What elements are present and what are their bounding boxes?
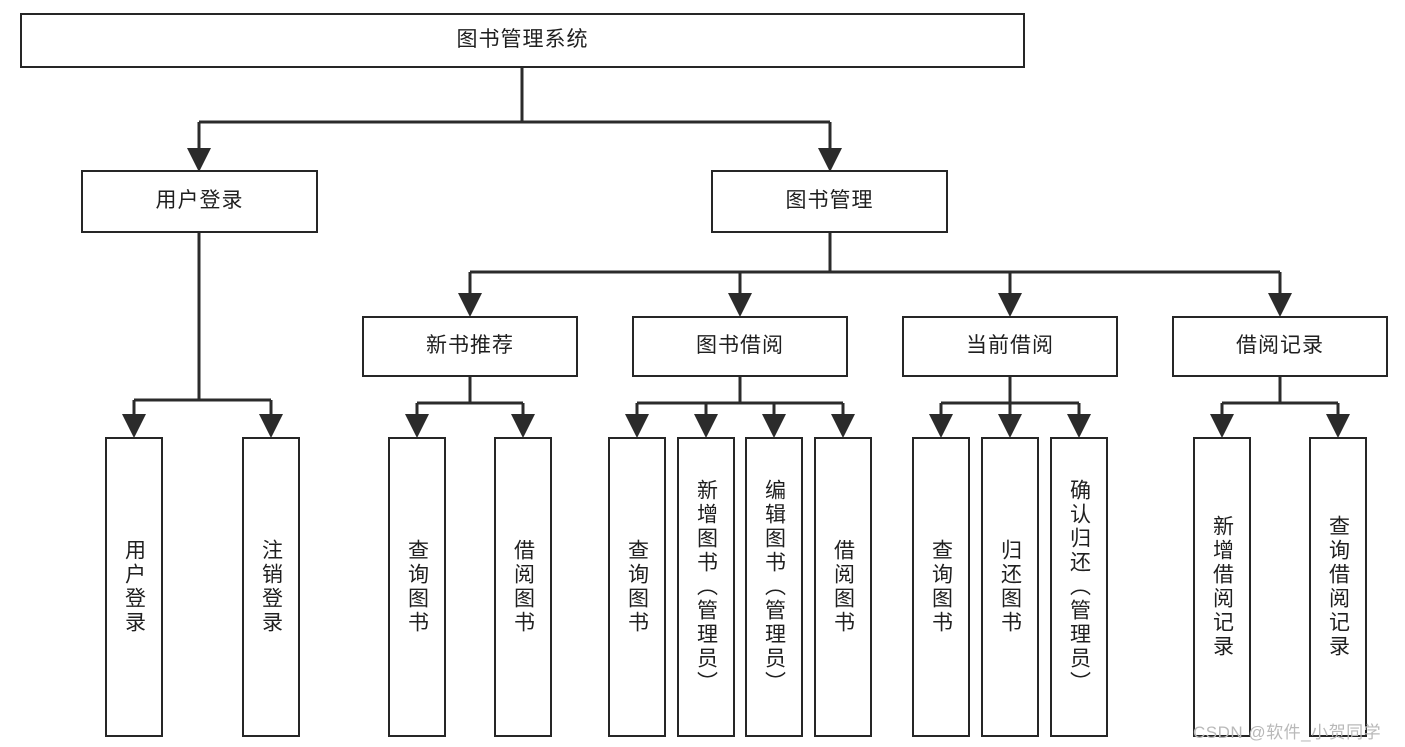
node-current-borrow[interactable]: 当前借阅: [902, 316, 1118, 377]
node-label: 当前借阅: [966, 334, 1054, 358]
node-root-system[interactable]: 图书管理系统: [20, 13, 1025, 68]
node-label: 归还图书: [998, 539, 1022, 635]
node-label: 图书借阅: [696, 334, 784, 358]
leaf-borrow-add-book-admin[interactable]: 新增图书（管理员）: [677, 437, 735, 737]
node-borrow-record[interactable]: 借阅记录: [1172, 316, 1388, 377]
leaf-record-query-record[interactable]: 查询借阅记录: [1309, 437, 1367, 737]
leaf-recommend-borrow-book[interactable]: 借阅图书: [494, 437, 552, 737]
node-label: 图书管理: [785, 189, 874, 213]
node-label: 注销登录: [259, 539, 283, 635]
leaf-current-return-book[interactable]: 归还图书: [981, 437, 1039, 737]
node-label: 借阅记录: [1236, 334, 1324, 358]
node-label: 新增图书（管理员）: [694, 479, 718, 695]
node-label: 编辑图书（管理员）: [762, 479, 786, 695]
node-label: 图书管理系统: [456, 28, 589, 52]
node-label: 新书推荐: [426, 334, 514, 358]
node-label: 借阅图书: [511, 539, 535, 635]
leaf-borrow-borrow-book[interactable]: 借阅图书: [814, 437, 872, 737]
node-label: 用户登录: [155, 189, 244, 213]
leaf-borrow-query-book[interactable]: 查询图书: [608, 437, 666, 737]
leaf-current-query-book[interactable]: 查询图书: [912, 437, 970, 737]
node-user-login[interactable]: 用户登录: [81, 170, 318, 233]
node-label: 用户登录: [122, 539, 146, 635]
node-new-book-recommend[interactable]: 新书推荐: [362, 316, 578, 377]
leaf-user-login-login[interactable]: 用户登录: [105, 437, 163, 737]
node-label: 查询借阅记录: [1326, 515, 1350, 659]
node-book-borrow[interactable]: 图书借阅: [632, 316, 848, 377]
node-label: 借阅图书: [831, 539, 855, 635]
node-label: 确认归还（管理员）: [1067, 479, 1091, 695]
node-label: 查询图书: [405, 539, 429, 635]
node-book-management[interactable]: 图书管理: [711, 170, 948, 233]
leaf-current-confirm-return-admin[interactable]: 确认归还（管理员）: [1050, 437, 1108, 737]
node-label: 查询图书: [625, 539, 649, 635]
leaf-record-add-record[interactable]: 新增借阅记录: [1193, 437, 1251, 737]
node-label: 查询图书: [929, 539, 953, 635]
leaf-user-login-logout[interactable]: 注销登录: [242, 437, 300, 737]
node-label: 新增借阅记录: [1210, 515, 1234, 659]
leaf-borrow-edit-book-admin[interactable]: 编辑图书（管理员）: [745, 437, 803, 737]
leaf-recommend-query-book[interactable]: 查询图书: [388, 437, 446, 737]
csdn-watermark: CSDN @软件_小贺同学: [1193, 723, 1382, 742]
